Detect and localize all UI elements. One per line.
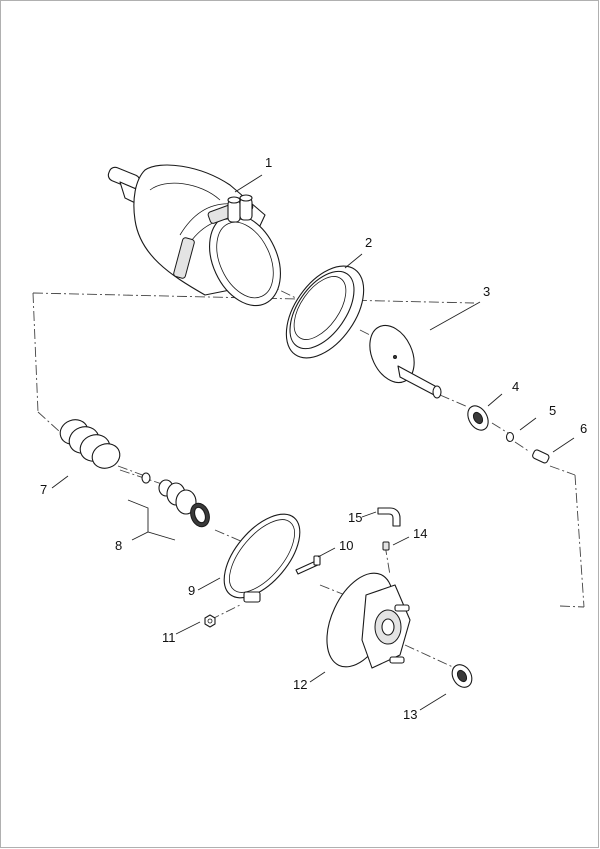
part-8-boot-kit (141, 472, 210, 528)
callout-1: 1 (265, 155, 272, 170)
callout-3: 3 (483, 284, 490, 299)
callout-8: 8 (115, 538, 122, 553)
callout-11: 11 (162, 630, 176, 645)
part-3-pressure-plate-rod (369, 324, 442, 399)
part-6-fitting (532, 449, 550, 464)
part-7-spring (59, 419, 121, 469)
callout-14: 14 (413, 526, 427, 541)
part-15-elbow-fitting (377, 507, 401, 527)
part-10-bolt (295, 555, 321, 575)
callout-6: 6 (580, 421, 587, 436)
callout-13: 13 (403, 707, 417, 722)
callout-12: 12 (293, 677, 307, 692)
callout-5: 5 (549, 403, 556, 418)
leader-lines (51, 174, 575, 711)
callout-15: 15 (348, 510, 362, 525)
part-2-ring (285, 265, 365, 359)
axis-lines (117, 282, 531, 669)
part-1-spring-brake-housing (107, 164, 281, 307)
callout-labels: 1 2 3 4 5 6 7 8 9 10 11 12 13 14 15 (40, 155, 587, 722)
part-14-fitting (382, 541, 390, 551)
part-9-clamp-band (223, 513, 301, 603)
part-4-seal (467, 405, 489, 431)
callout-7: 7 (40, 482, 47, 497)
part-13-seal (451, 664, 473, 688)
callout-4: 4 (512, 379, 519, 394)
part-12-service-chamber (326, 572, 411, 669)
callout-9: 9 (188, 583, 195, 598)
part-11-nut (204, 614, 216, 628)
callout-10: 10 (339, 538, 353, 553)
callout-2: 2 (365, 235, 372, 250)
part-5-o-ring (505, 431, 515, 443)
